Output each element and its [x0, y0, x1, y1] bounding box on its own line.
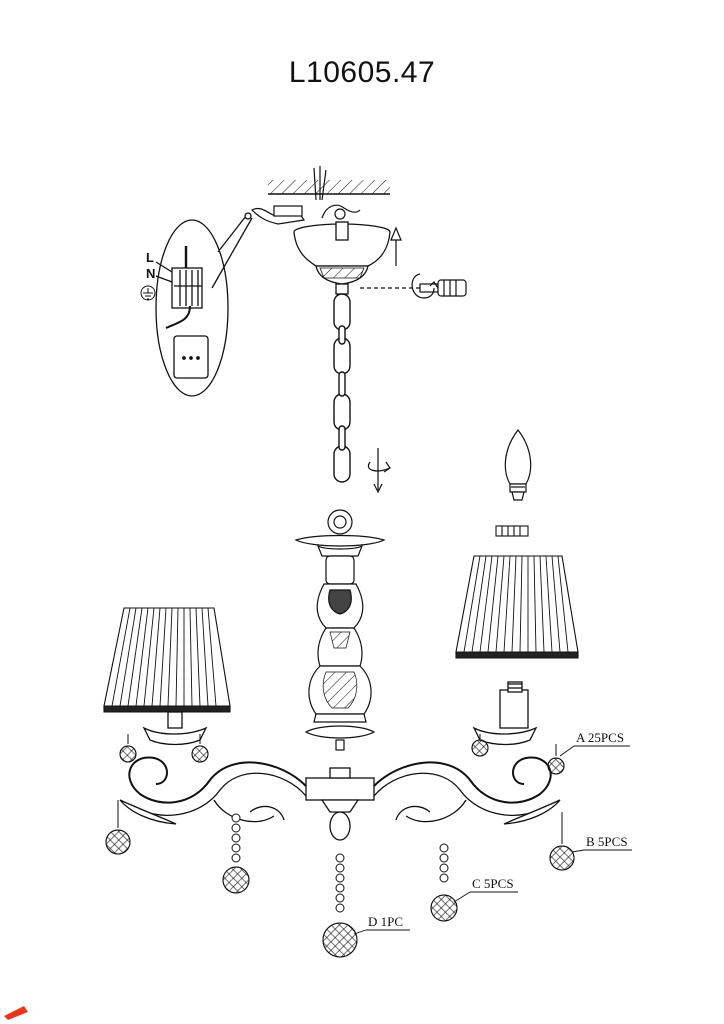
ground-icon — [140, 285, 156, 301]
product-model-title: L10605.47 — [288, 56, 436, 89]
part-label-c: C 5PCS — [472, 876, 514, 891]
canopy — [293, 221, 391, 295]
neutral-wire-label: N — [146, 266, 155, 281]
chandelier-arms — [119, 681, 561, 841]
part-callouts — [353, 745, 632, 935]
center-column — [294, 509, 386, 751]
candle-bulb-icon — [504, 429, 532, 501]
crystal-drops — [105, 734, 575, 958]
shade-cap — [495, 525, 529, 537]
lamp-shade-left — [103, 607, 231, 713]
up-arrow-icon — [390, 226, 402, 266]
live-wire-label: L — [146, 250, 154, 265]
rotate-arrow-icon — [411, 273, 439, 299]
part-label-b: B 5PCS — [586, 834, 628, 849]
part-label-d: D 1PC — [368, 914, 403, 929]
part-label-a: A 25PCS — [576, 730, 624, 745]
corner-stamp-icon — [4, 1006, 28, 1020]
mounting-bracket — [250, 204, 361, 225]
chain — [333, 293, 351, 483]
twist-down-arrow-icon — [367, 448, 391, 494]
wiring-inset — [155, 212, 253, 397]
lamp-shade-right — [455, 555, 579, 659]
ceiling — [268, 166, 390, 201]
